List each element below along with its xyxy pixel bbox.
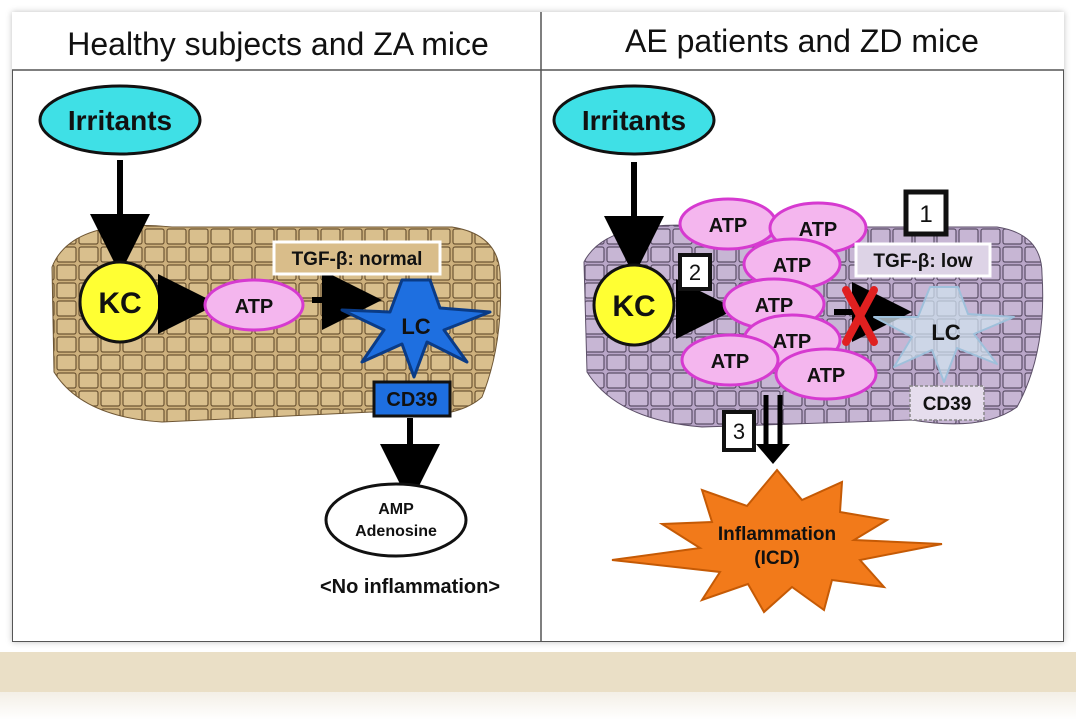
step-2-label: 2 (689, 260, 701, 285)
atp-label-1: ATP (709, 215, 748, 237)
left-atp-label: ATP (235, 296, 274, 318)
left-panel: Irritants KC ATP TGF-β: normal LC CD39 A… (38, 84, 502, 598)
left-tgf-box (272, 240, 442, 276)
right-irritants-label: Irritants (582, 105, 686, 136)
left-product-adenosine: Adenosine (355, 523, 437, 540)
right-panel: Irritants KC 2 ATP ATP ATP ATP ATP ATP A… (552, 84, 1044, 614)
right-irritants-ellipse (552, 84, 716, 156)
atp-ellipse-7 (774, 347, 878, 401)
inflammation-burst (611, 468, 943, 614)
atp-label-3: ATP (773, 255, 812, 277)
atp-label-6: ATP (711, 351, 750, 373)
bottom-shadow (0, 692, 1076, 720)
diagram-canvas: Healthy subjects and ZA mice AE patients… (12, 12, 1064, 642)
left-lc-cell (340, 278, 492, 379)
step-3-box (722, 410, 756, 452)
atp-label-2: ATP (799, 219, 838, 241)
step-3-label: 3 (733, 419, 745, 444)
right-cd39-label: CD39 (923, 394, 972, 415)
right-lc-label: LC (931, 320, 960, 345)
inflammation-label: Inflammation (718, 524, 836, 545)
right-panel-title: AE patients and ZD mice (625, 23, 979, 59)
atp-label-7: ATP (807, 365, 846, 387)
step-1-label: 1 (919, 201, 932, 228)
left-product-amp: AMP (378, 501, 414, 518)
right-tgf-box (854, 242, 992, 278)
right-kc-circle (592, 263, 676, 347)
left-lc-label: LC (401, 314, 430, 339)
left-cd39-box (372, 380, 452, 418)
atp-cluster: ATP ATP ATP ATP ATP ATP ATP (678, 197, 878, 401)
left-irritants-label: Irritants (68, 105, 172, 136)
left-cd39-label: CD39 (386, 389, 437, 411)
bottom-decoration-band (0, 652, 1076, 692)
left-kc-label: KC (98, 287, 141, 320)
atp-ellipse-6 (680, 333, 780, 387)
atp-label-4: ATP (755, 295, 794, 317)
atp-label-5: ATP (773, 331, 812, 353)
left-irritants-ellipse (38, 84, 202, 156)
right-kc-label: KC (612, 290, 655, 323)
block-x-mark (842, 286, 878, 346)
left-product-ellipse (324, 482, 468, 558)
step-1-box (903, 189, 949, 237)
step-2-box (678, 253, 712, 291)
header-band (12, 12, 1064, 70)
inflammation-icd-label: (ICD) (754, 548, 799, 569)
right-lc-cell-faded (873, 286, 1015, 383)
left-tgf-label: TGF-β: normal (292, 249, 423, 270)
left-atp-ellipse (203, 278, 305, 332)
left-outcome-label: <No inflammation> (320, 576, 500, 598)
left-panel-title: Healthy subjects and ZA mice (67, 26, 489, 62)
double-arrow-head (756, 444, 790, 464)
right-tgf-label: TGF-β: low (873, 251, 972, 272)
right-cd39-box (909, 385, 985, 421)
